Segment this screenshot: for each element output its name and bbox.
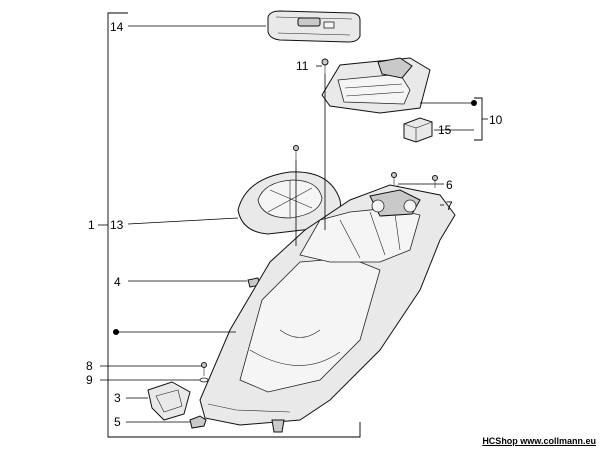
callout-8: 8 xyxy=(86,359,93,373)
part-11-screw xyxy=(321,58,329,74)
assembly-frame xyxy=(98,12,361,438)
callout-14: 14 xyxy=(110,20,124,34)
part-15-block xyxy=(403,117,433,143)
callout-15: 15 xyxy=(438,123,452,137)
part-9-washer xyxy=(199,377,209,383)
callout-5: 5 xyxy=(114,415,121,429)
part-5-bracket xyxy=(189,415,207,429)
leader-lines xyxy=(100,25,477,423)
callout-11: 11 xyxy=(296,59,309,73)
part-8-screw xyxy=(201,362,207,376)
callout-10: 10 xyxy=(489,113,503,127)
watermark-text: HCShop www.collmann.eu xyxy=(482,436,596,446)
callout-13: 13 xyxy=(110,218,124,232)
part-3-cover-plate xyxy=(147,381,191,421)
callout-6: 6 xyxy=(446,178,453,192)
part-14-trim-cover xyxy=(267,10,361,43)
callout-9: 9 xyxy=(86,373,93,387)
bracket-10 xyxy=(474,97,488,141)
part-10-compartment xyxy=(321,57,431,114)
callout-3: 3 xyxy=(114,391,121,405)
callout-7: 7 xyxy=(446,199,453,213)
part-13-dome-cover xyxy=(237,145,342,235)
callout-labels: 14 11 10 15 6 7 1 13 4 8 9 3 5 xyxy=(86,20,503,429)
part-6-screws xyxy=(391,172,438,188)
part-1-main-body xyxy=(199,184,456,433)
callout-1: 1 xyxy=(88,218,95,232)
callout-4: 4 xyxy=(114,275,121,289)
